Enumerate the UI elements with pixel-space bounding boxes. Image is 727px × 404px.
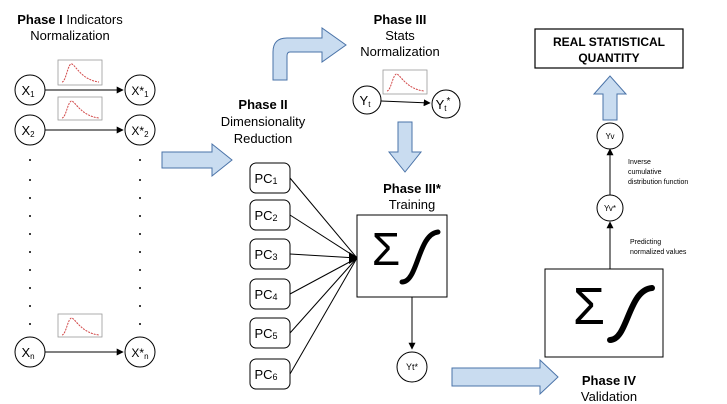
pc-to-training-lines: [289, 177, 358, 375]
svg-text:PC5: PC5: [254, 326, 277, 341]
phase2-line3: Reduction: [234, 131, 293, 146]
pc-node-4: PC4: [249, 278, 291, 310]
phase3-line2: Stats: [385, 28, 415, 43]
xstar-node-2: X*2: [124, 114, 156, 146]
phase3star-title: Phase III*: [383, 181, 442, 196]
svg-text:Yv*: Yv*: [604, 204, 616, 213]
y-node: Yt: [352, 85, 382, 115]
svg-text:X2: X2: [21, 123, 35, 139]
ellipsis-dots-right: [139, 159, 141, 325]
pc-node-6: PC6: [249, 358, 291, 390]
xstar-node-n: X*n: [124, 336, 156, 368]
svg-text:PC2: PC2: [254, 208, 277, 223]
phase3star-subtitle: Training: [389, 197, 435, 212]
svg-text:PC1: PC1: [254, 171, 277, 186]
sigma-symbol-validation: Σ: [573, 278, 605, 336]
result-line1: REAL STATISTICAL: [553, 35, 665, 49]
distribution-thumbnail-n: [57, 313, 103, 338]
result-box: REAL STATISTICAL QUANTITY: [534, 28, 684, 69]
label-inverse-line2: cumulative: [628, 169, 662, 176]
xstar-node-1: X*1: [124, 74, 156, 106]
flow-arrow-to-result: [592, 75, 628, 121]
phase3-line3: Normalization: [360, 44, 439, 59]
validation-model-box: Σ: [544, 268, 664, 358]
flow-arrow-to-phase4: [451, 358, 559, 396]
result-line2: QUANTITY: [578, 51, 639, 65]
svg-text:X*n: X*n: [131, 346, 148, 361]
ellipsis-dots-left: [29, 159, 31, 325]
phase1-subtitle: Normalization: [30, 28, 109, 43]
x-node-n: Xn: [14, 336, 46, 368]
svg-text:Yt*: Yt*: [406, 362, 419, 372]
yv-node: Yv: [596, 122, 624, 150]
svg-text:PC6: PC6: [254, 367, 277, 382]
svg-text:Yt: Yt: [360, 93, 372, 109]
label-inverse-line3: distribution function: [628, 179, 688, 186]
distribution-thumbnail-2: [57, 96, 103, 121]
svg-text:Yv: Yv: [606, 132, 615, 141]
pc-node-2: PC2: [249, 199, 291, 231]
converge-arrowhead: [349, 252, 359, 264]
arrow-y-ystar: [380, 99, 431, 107]
flow-arrow-phase3-to-training: [387, 121, 423, 173]
flow-arrow-phase1-to-phase2: [161, 142, 233, 178]
yt-output-node: Yt*: [396, 351, 428, 383]
phase4-subtitle: Validation: [581, 389, 637, 404]
svg-text:Xn: Xn: [21, 345, 34, 361]
sigmoid-curve-training: [399, 229, 441, 285]
pc-node-5: PC5: [249, 317, 291, 349]
x-node-1: X1: [14, 74, 46, 106]
svg-text:X1: X1: [21, 83, 35, 99]
svg-text:X*1: X*1: [131, 84, 149, 99]
phase2-title: Phase II: [238, 97, 287, 112]
label-predicting-line2: normalized values: [630, 249, 687, 256]
sigma-symbol-training: Σ: [372, 223, 400, 275]
svg-text:PC3: PC3: [254, 247, 277, 262]
label-predicting-line1: Predicting: [630, 239, 661, 246]
svg-text:Yt*: Yt*: [436, 96, 451, 113]
ystar-node: Yt*: [431, 89, 461, 119]
pc-node-1: PC1: [249, 162, 291, 194]
yvstar-node: Yv*: [596, 194, 624, 222]
flow-arrow-to-phase3: [272, 27, 347, 81]
svg-text:PC4: PC4: [254, 287, 277, 302]
training-model-box: Σ: [356, 214, 448, 298]
distribution-thumbnail-y: [382, 69, 428, 95]
sigmoid-curve-validation: [607, 285, 655, 343]
phase4-title: Phase IV: [582, 373, 637, 388]
phase1-title: Phase I Indicators: [17, 12, 123, 27]
pc-node-3: PC3: [249, 238, 291, 270]
svg-text:X*2: X*2: [131, 124, 149, 139]
phase3-title: Phase III: [374, 12, 427, 27]
x-node-2: X2: [14, 114, 46, 146]
phase2-line2: Dimensionality: [221, 114, 306, 129]
distribution-thumbnail-1: [57, 59, 103, 86]
label-inverse-line1: Inverse: [628, 159, 651, 166]
